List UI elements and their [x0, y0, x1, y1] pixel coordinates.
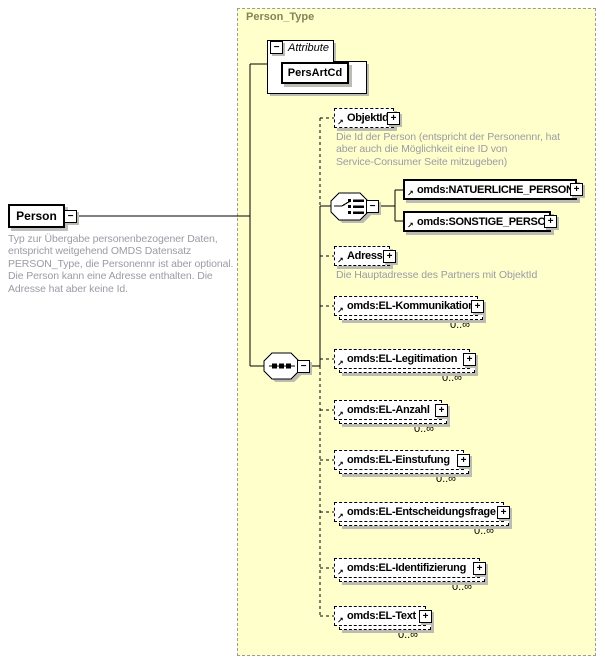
choice-collapse-toggle[interactable]: −: [366, 200, 379, 213]
attribute-collapse-toggle[interactable]: −: [270, 41, 283, 54]
element-el-text-label: omds:EL-Text: [347, 610, 416, 622]
expand-icon: +: [474, 300, 481, 312]
element-el-anzahl-label: omds:EL-Anzahl: [347, 404, 430, 416]
el-einstufung-occurrence: 0..∞: [435, 473, 457, 485]
element-objektid-label: ObjektId: [347, 112, 389, 124]
element-el-identifizierung-label: omds:EL-Identifizierung: [347, 562, 466, 574]
el-identifizierung-occurrence: 0..∞: [451, 581, 473, 593]
el-einstufung-expand-toggle[interactable]: +: [457, 454, 470, 467]
element-el-kommunikation-label: omds:EL-Kommunikation: [347, 300, 475, 312]
element-el-text[interactable]: ↗ omds:EL-Text: [334, 606, 426, 626]
reference-icon: ↗: [337, 460, 344, 469]
el-anzahl-occurrence: 0..∞: [413, 423, 435, 435]
collapse-icon: −: [369, 200, 376, 212]
el-kommunikation-expand-toggle[interactable]: +: [471, 300, 484, 313]
expand-icon: +: [466, 353, 473, 365]
expand-icon: +: [386, 250, 393, 262]
el-legitimation-expand-toggle[interactable]: +: [463, 353, 476, 366]
element-sonstige-person[interactable]: ↗ omds:SONSTIGE_PERSON: [403, 211, 554, 232]
expand-icon: +: [438, 404, 445, 416]
el-entscheidungsfrage-occurrence: 0..∞: [473, 525, 495, 537]
element-adresse[interactable]: ↗ Adresse: [334, 246, 390, 266]
element-el-einstufung-label: omds:EL-Einstufung: [347, 454, 450, 466]
expand-icon: +: [422, 610, 429, 622]
reference-icon: ↗: [337, 256, 344, 265]
reference-icon: ↗: [407, 189, 414, 198]
element-natuerliche-person[interactable]: ↗ omds:NATUERLICHE_PERSON: [403, 179, 577, 200]
expand-icon: +: [476, 562, 483, 574]
collapse-icon: −: [273, 41, 280, 53]
element-el-legitimation[interactable]: ↗ omds:EL-Legitimation: [334, 349, 470, 369]
el-legitimation-occurrence: 0..∞: [441, 372, 463, 384]
attribute-persartcd[interactable]: PersArtCd: [281, 62, 349, 84]
reference-icon: ↗: [337, 306, 344, 315]
el-kommunikation-occurrence: 0..∞: [449, 319, 471, 331]
expand-icon: +: [500, 506, 507, 518]
reference-icon: ↗: [407, 221, 414, 230]
choice-icon[interactable]: [330, 192, 371, 223]
attribute-section-label: Attribute: [288, 42, 329, 54]
attribute-persartcd-label: PersArtCd: [287, 67, 343, 79]
sequence-collapse-toggle[interactable]: −: [297, 360, 310, 373]
element-adresse-label: Adresse: [347, 250, 389, 262]
element-el-entscheidungsfrage[interactable]: ↗ omds:EL-Entscheidungsfrage: [334, 502, 504, 522]
expand-icon: +: [547, 215, 554, 227]
objektid-expand-toggle[interactable]: +: [387, 112, 400, 125]
reference-icon: ↗: [337, 512, 344, 521]
collapse-icon: −: [300, 360, 307, 372]
sequence-icon[interactable]: [263, 352, 302, 382]
element-natuerliche-person-label: omds:NATUERLICHE_PERSON: [417, 183, 574, 196]
reference-icon: ↗: [337, 359, 344, 368]
sonstige-person-expand-toggle[interactable]: +: [544, 215, 557, 228]
element-person-label: Person: [16, 209, 57, 223]
reference-icon: ↗: [337, 118, 344, 127]
adresse-annotation: Die Hauptadresse des Partners mit Objekt…: [336, 269, 538, 281]
element-el-legitimation-label: omds:EL-Legitimation: [347, 353, 458, 365]
element-person[interactable]: Person: [8, 204, 65, 228]
complex-type-title: Person_Type: [246, 11, 315, 23]
element-el-einstufung[interactable]: ↗ omds:EL-Einstufung: [334, 450, 464, 470]
objektid-annotation: Die Id der Person (entspricht der Person…: [336, 131, 560, 168]
el-identifizierung-expand-toggle[interactable]: +: [473, 562, 486, 575]
expand-icon: +: [390, 112, 397, 124]
expand-icon: +: [460, 454, 467, 466]
element-sonstige-person-label: omds:SONSTIGE_PERSON: [417, 215, 554, 228]
collapse-icon: −: [67, 210, 74, 222]
el-text-occurrence: 0..∞: [397, 629, 419, 641]
person-annotation: Typ zur Übergabe personenbezogener Daten…: [8, 233, 234, 295]
complex-type-panel: [237, 8, 596, 656]
element-el-kommunikation[interactable]: ↗ omds:EL-Kommunikation: [334, 296, 478, 316]
el-anzahl-expand-toggle[interactable]: +: [435, 404, 448, 417]
element-objektid[interactable]: ↗ ObjektId: [334, 108, 394, 128]
element-el-identifizierung[interactable]: ↗ omds:EL-Identifizierung: [334, 558, 480, 578]
element-el-anzahl[interactable]: ↗ omds:EL-Anzahl: [334, 400, 442, 420]
adresse-expand-toggle[interactable]: +: [383, 250, 396, 263]
el-text-expand-toggle[interactable]: +: [419, 610, 432, 623]
reference-icon: ↗: [337, 568, 344, 577]
expand-icon: +: [573, 183, 580, 195]
element-el-entscheidungsfrage-label: omds:EL-Entscheidungsfrage: [347, 506, 496, 518]
el-entscheidungsfrage-expand-toggle[interactable]: +: [497, 506, 510, 519]
natuerliche-person-expand-toggle[interactable]: +: [570, 183, 583, 196]
reference-icon: ↗: [337, 616, 344, 625]
reference-icon: ↗: [337, 410, 344, 419]
person-collapse-toggle[interactable]: −: [64, 210, 77, 223]
